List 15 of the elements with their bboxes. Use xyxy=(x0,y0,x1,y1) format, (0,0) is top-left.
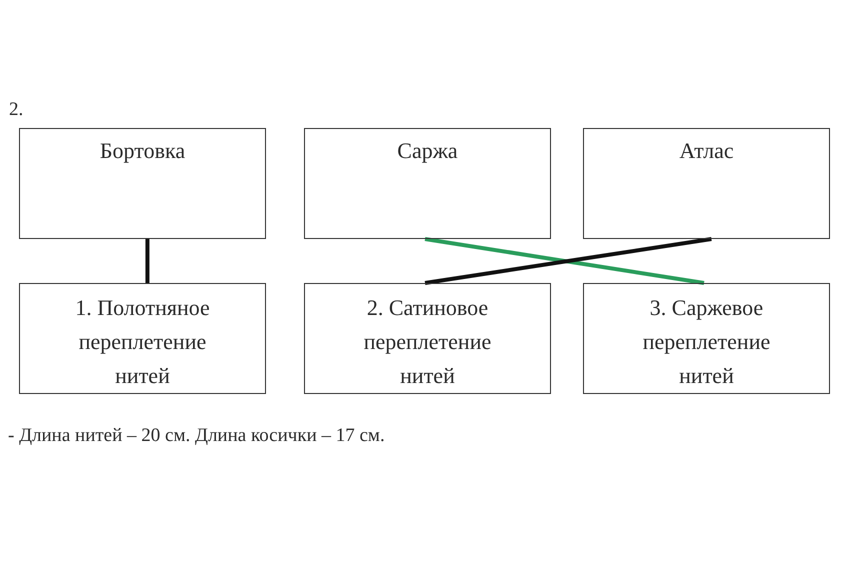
fabric-name: Атлас xyxy=(678,137,735,165)
weave-box xyxy=(19,283,266,394)
question-number: 2. xyxy=(9,99,24,121)
fabric-name: Бортовка xyxy=(98,137,186,165)
fabric-box xyxy=(19,128,266,239)
weave-box xyxy=(583,283,830,394)
fabric-box xyxy=(304,128,551,239)
weave-description: 3. Саржевое переплетение нитей xyxy=(642,294,772,390)
fabric-box xyxy=(583,128,830,239)
weave-description: 1. Полотняное переплетение нитей xyxy=(74,294,211,390)
weave-description: 2. Сатиновое переплетение нитей xyxy=(362,294,492,390)
note-text: - Длина нитей – 20 см. Длина косички – 17 см. xyxy=(8,425,385,447)
fabric-name: Саржа xyxy=(396,137,459,165)
connector-line xyxy=(145,239,150,283)
weave-box xyxy=(304,283,551,394)
